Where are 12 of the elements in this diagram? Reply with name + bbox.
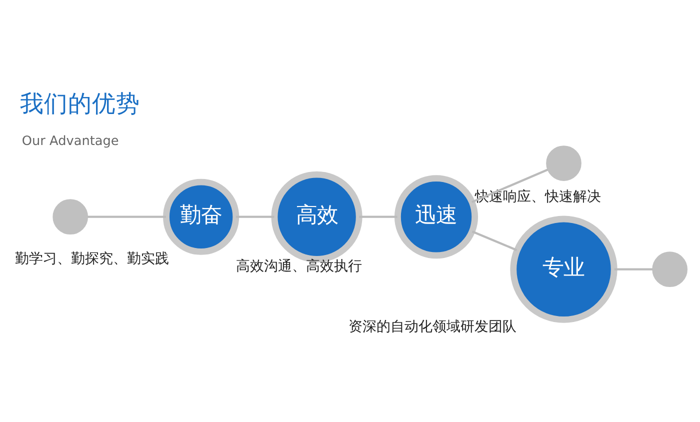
connector [614, 268, 653, 270]
connector [88, 215, 166, 218]
node-circle [546, 145, 582, 180]
node-circle [652, 251, 688, 287]
diagram-title: 我们的优势 [20, 88, 140, 117]
connector [236, 215, 274, 218]
node-circle: 专业 [510, 215, 618, 322]
label: Our Advantage [22, 134, 119, 149]
connector [359, 215, 398, 218]
connector [472, 230, 518, 251]
node-circle [52, 198, 88, 234]
connector [471, 168, 548, 203]
